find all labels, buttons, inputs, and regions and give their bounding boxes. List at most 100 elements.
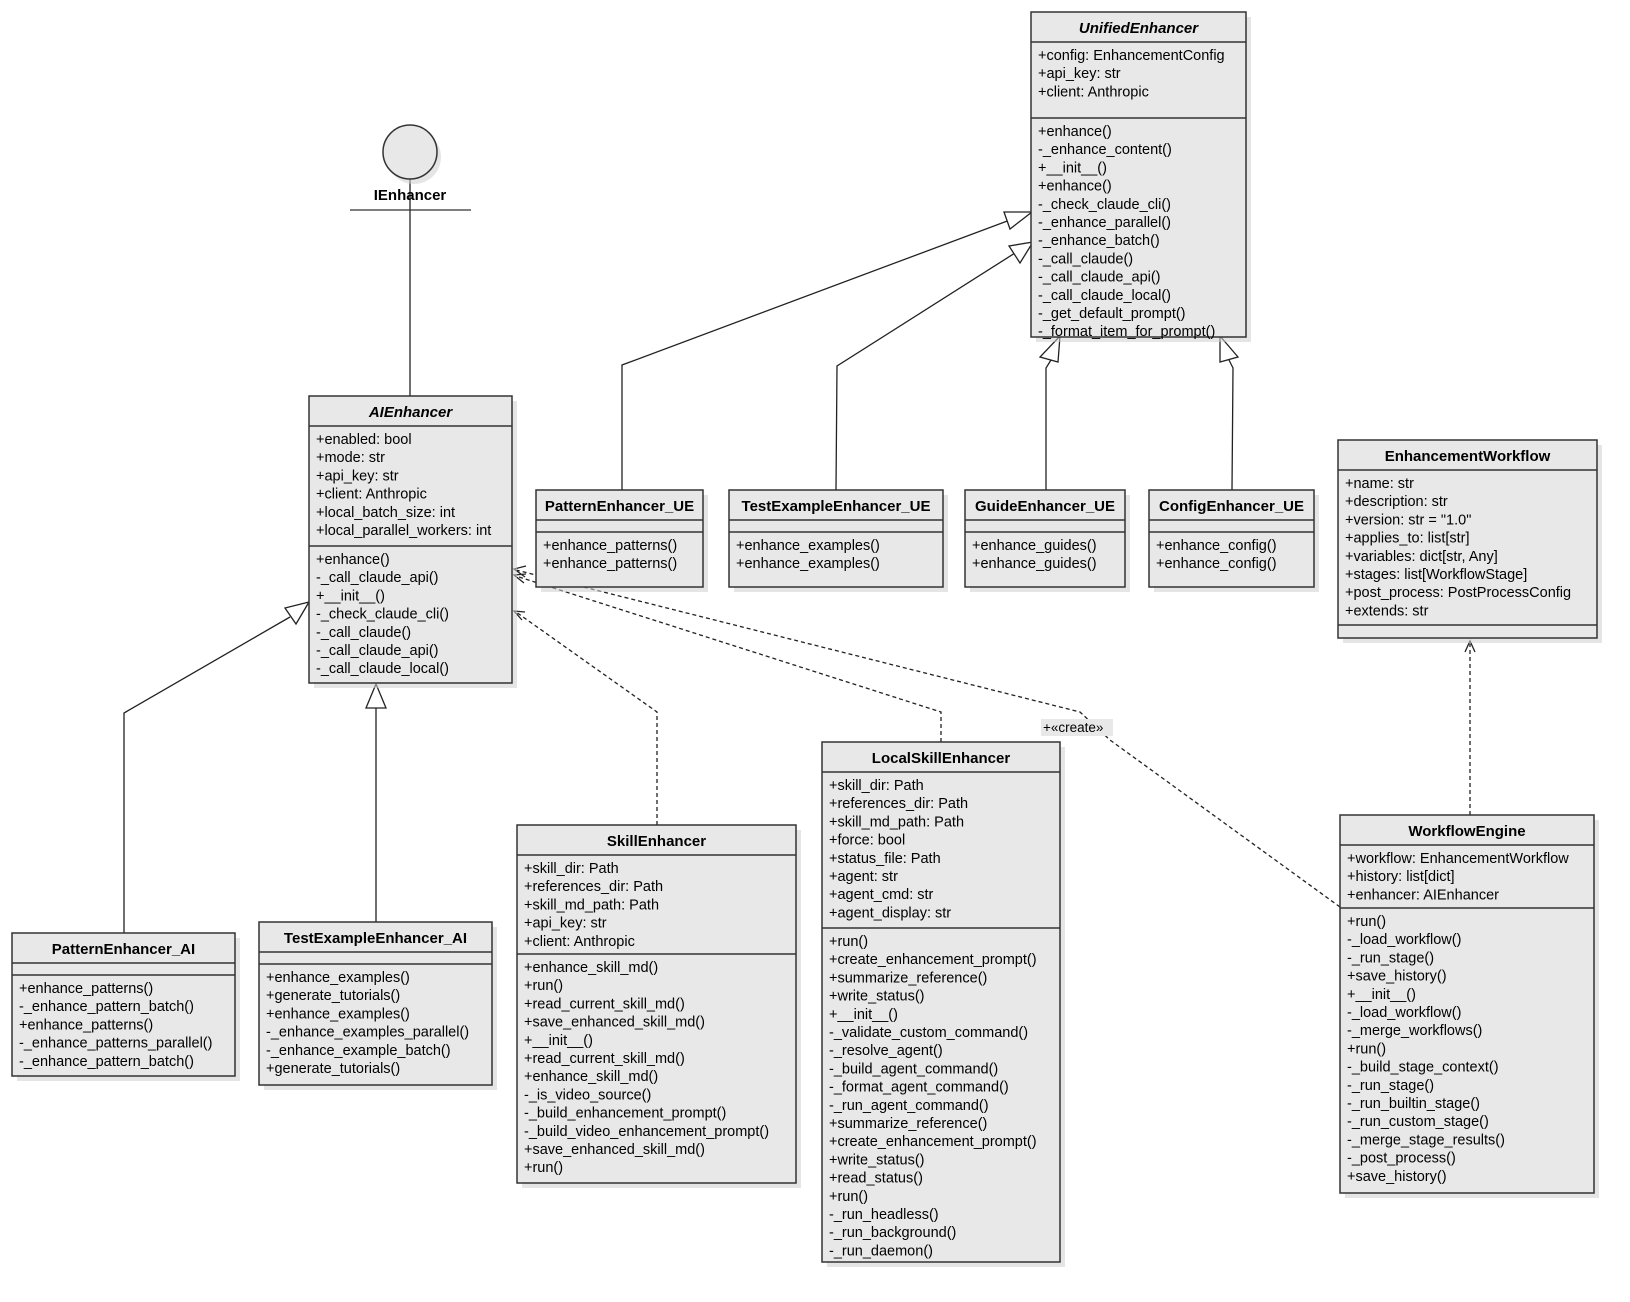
- class-operation: +enhance(): [1038, 179, 1112, 195]
- class-frame: [535, 489, 704, 588]
- class-operation: -_run_stage(): [1347, 1078, 1434, 1094]
- class-operation: -_call_claude_api(): [1038, 270, 1161, 286]
- class-testexampleenhancer-ue: TestExampleEnhancer_UE+enhance_examples(…: [728, 489, 948, 592]
- generalization-testexampleue-unified: [835, 252, 1016, 491]
- class-operation: -_run_background(): [829, 1225, 956, 1241]
- class-attribute: +client: Anthropic: [316, 487, 427, 503]
- class-operation: +write_status(): [829, 1152, 925, 1168]
- class-operation: +enhance_patterns(): [19, 981, 153, 997]
- class-operation: +run(): [1347, 914, 1386, 930]
- class-operation: +save_history(): [1347, 969, 1447, 985]
- class-operation: -_build_agent_command(): [829, 1061, 998, 1077]
- class-attribute: +description: str: [1345, 494, 1448, 510]
- class-operation: +read_status(): [829, 1171, 923, 1187]
- class-operation: -_call_claude(): [316, 625, 411, 641]
- class-operation: -_run_builtin_stage(): [1347, 1096, 1480, 1112]
- inheritance-arrowhead: [1219, 334, 1240, 363]
- class-operation: +read_current_skill_md(): [524, 1051, 685, 1067]
- class-name: LocalSkillEnhancer: [872, 750, 1011, 767]
- class-patternenhancer-ai: PatternEnhancer_AI +enhance_patterns() -_e…: [11, 932, 240, 1081]
- class-operation: -_validate_custom_command(): [829, 1025, 1028, 1041]
- class-operation: +__init__(): [1038, 160, 1107, 176]
- class-operation: -_format_item_for_prompt(): [1038, 324, 1215, 340]
- class-aienhancer: AIEnhancer +enabled: bool +mode: str +api_k…: [308, 395, 517, 688]
- class-name: AIEnhancer: [368, 404, 454, 421]
- class-operation: +enhance_guides(): [972, 556, 1097, 572]
- class-operation: +enhance_guides(): [972, 538, 1097, 554]
- class-attribute: +local_parallel_workers: int: [316, 523, 491, 539]
- create-label-background: [1041, 719, 1113, 736]
- class-frame: [1339, 814, 1595, 1194]
- interface-circle-icon: [382, 124, 438, 180]
- dependency-localskill-aienhancer: [515, 575, 942, 742]
- class-operation: -_call_claude_api(): [316, 570, 439, 586]
- class-operation: +enhance_examples(): [266, 970, 410, 986]
- create-label: +«create»: [1043, 720, 1103, 735]
- class-attribute: +post_process: PostProcessConfig: [1345, 585, 1571, 601]
- class-operation: +__init__(): [524, 1033, 593, 1049]
- class-operation: -_enhance_examples_parallel(): [266, 1025, 469, 1041]
- class-operation: +__init__(): [316, 588, 385, 604]
- class-attribute: +extends: str: [1345, 603, 1429, 619]
- generalization-configue-unified: [1228, 359, 1234, 491]
- class-attribute: +enabled: bool: [316, 432, 412, 448]
- class-attribute: +skill_md_path: Path: [524, 897, 659, 913]
- class-name: GuideEnhancer_UE: [975, 498, 1115, 515]
- class-operation: -_check_claude_cli(): [1038, 197, 1171, 213]
- generalization-guideue-unified: [1045, 359, 1052, 490]
- class-operation: +summarize_reference(): [829, 970, 987, 986]
- class-operation: +save_enhanced_skill_md(): [524, 1015, 705, 1031]
- class-operation: +run(): [829, 934, 868, 950]
- class-operation: +enhance_examples(): [266, 1006, 410, 1022]
- class-operation: -_merge_workflows(): [1347, 1023, 1482, 1039]
- class-operation: -_build_video_enhancement_prompt(): [524, 1124, 769, 1140]
- class-attribute: +variables: dict[str, Any]: [1345, 549, 1498, 565]
- class-operation: +generate_tutorials(): [266, 1061, 400, 1077]
- class-operation: +run(): [829, 1189, 868, 1205]
- inheritance-arrowhead: [1038, 334, 1061, 363]
- class-operation: -_call_claude_local(): [1038, 288, 1171, 304]
- class-operation: +enhance_skill_md(): [524, 960, 658, 976]
- class-operation: -_merge_stage_results(): [1347, 1132, 1505, 1148]
- class-attribute: +mode: str: [316, 450, 385, 466]
- class-operation: -_enhance_pattern_batch(): [19, 1054, 194, 1070]
- class-operation: +enhance_skill_md(): [524, 1069, 658, 1085]
- class-attribute: +client: Anthropic: [524, 934, 635, 950]
- class-operation: +generate_tutorials(): [266, 988, 400, 1004]
- class-attribute: +skill_md_path: Path: [829, 814, 964, 830]
- generalization-patternai-aienhancer: [123, 616, 291, 933]
- class-operation: +enhance_patterns(): [543, 538, 677, 554]
- class-frame: [1337, 439, 1598, 639]
- inheritance-arrowhead: [1003, 211, 1034, 231]
- class-attribute: +history: list[dict]: [1347, 869, 1455, 885]
- class-operation: +enhance_patterns(): [19, 1017, 153, 1033]
- class-name: PatternEnhancer_AI: [52, 941, 195, 958]
- class-operation: -_is_video_source(): [524, 1087, 651, 1103]
- class-attribute: +client: Anthropic: [1038, 84, 1149, 100]
- class-frame: [516, 824, 797, 1184]
- generalization-patternue-unified: [621, 219, 1011, 490]
- class-operation: -_post_process(): [1347, 1151, 1456, 1167]
- class-attribute: +stages: list[WorkflowStage]: [1345, 567, 1527, 583]
- class-localskillenhancer: LocalSkillEnhancer+skill_dir: Path+refer…: [821, 741, 1065, 1267]
- class-operation: +__init__(): [1347, 987, 1416, 1003]
- class-operation: -_call_claude_local(): [316, 661, 449, 677]
- class-name: ConfigEnhancer_UE: [1159, 498, 1304, 515]
- class-attribute: +api_key: str: [316, 468, 399, 484]
- class-attribute: +skill_dir: Path: [524, 861, 619, 877]
- class-operation: +enhance_config(): [1156, 538, 1277, 554]
- class-configenhancer-ue: ConfigEnhancer_UE +enhance_config() +enhan…: [1148, 489, 1319, 592]
- class-testexampleenhancer-ai: TestExampleEnhancer_AI+enhance_examples(…: [258, 921, 497, 1090]
- class-operation: -_format_agent_command(): [829, 1080, 1009, 1096]
- class-operation: -_enhance_patterns_parallel(): [19, 1036, 212, 1052]
- class-attribute: +agent_cmd: str: [829, 887, 934, 903]
- dependency-skill-aienhancer: [515, 611, 658, 825]
- class-operation: +run(): [524, 1160, 563, 1176]
- class-workflowengine: WorkflowEngine+workflow: EnhancementWork…: [1339, 814, 1599, 1198]
- class-attribute: +enhancer: AIEnhancer: [1347, 887, 1499, 903]
- class-operation: +enhance_config(): [1156, 556, 1277, 572]
- class-operation: +read_current_skill_md(): [524, 996, 685, 1012]
- class-attribute: +workflow: EnhancementWorkflow: [1347, 851, 1569, 867]
- class-frame: [728, 489, 944, 588]
